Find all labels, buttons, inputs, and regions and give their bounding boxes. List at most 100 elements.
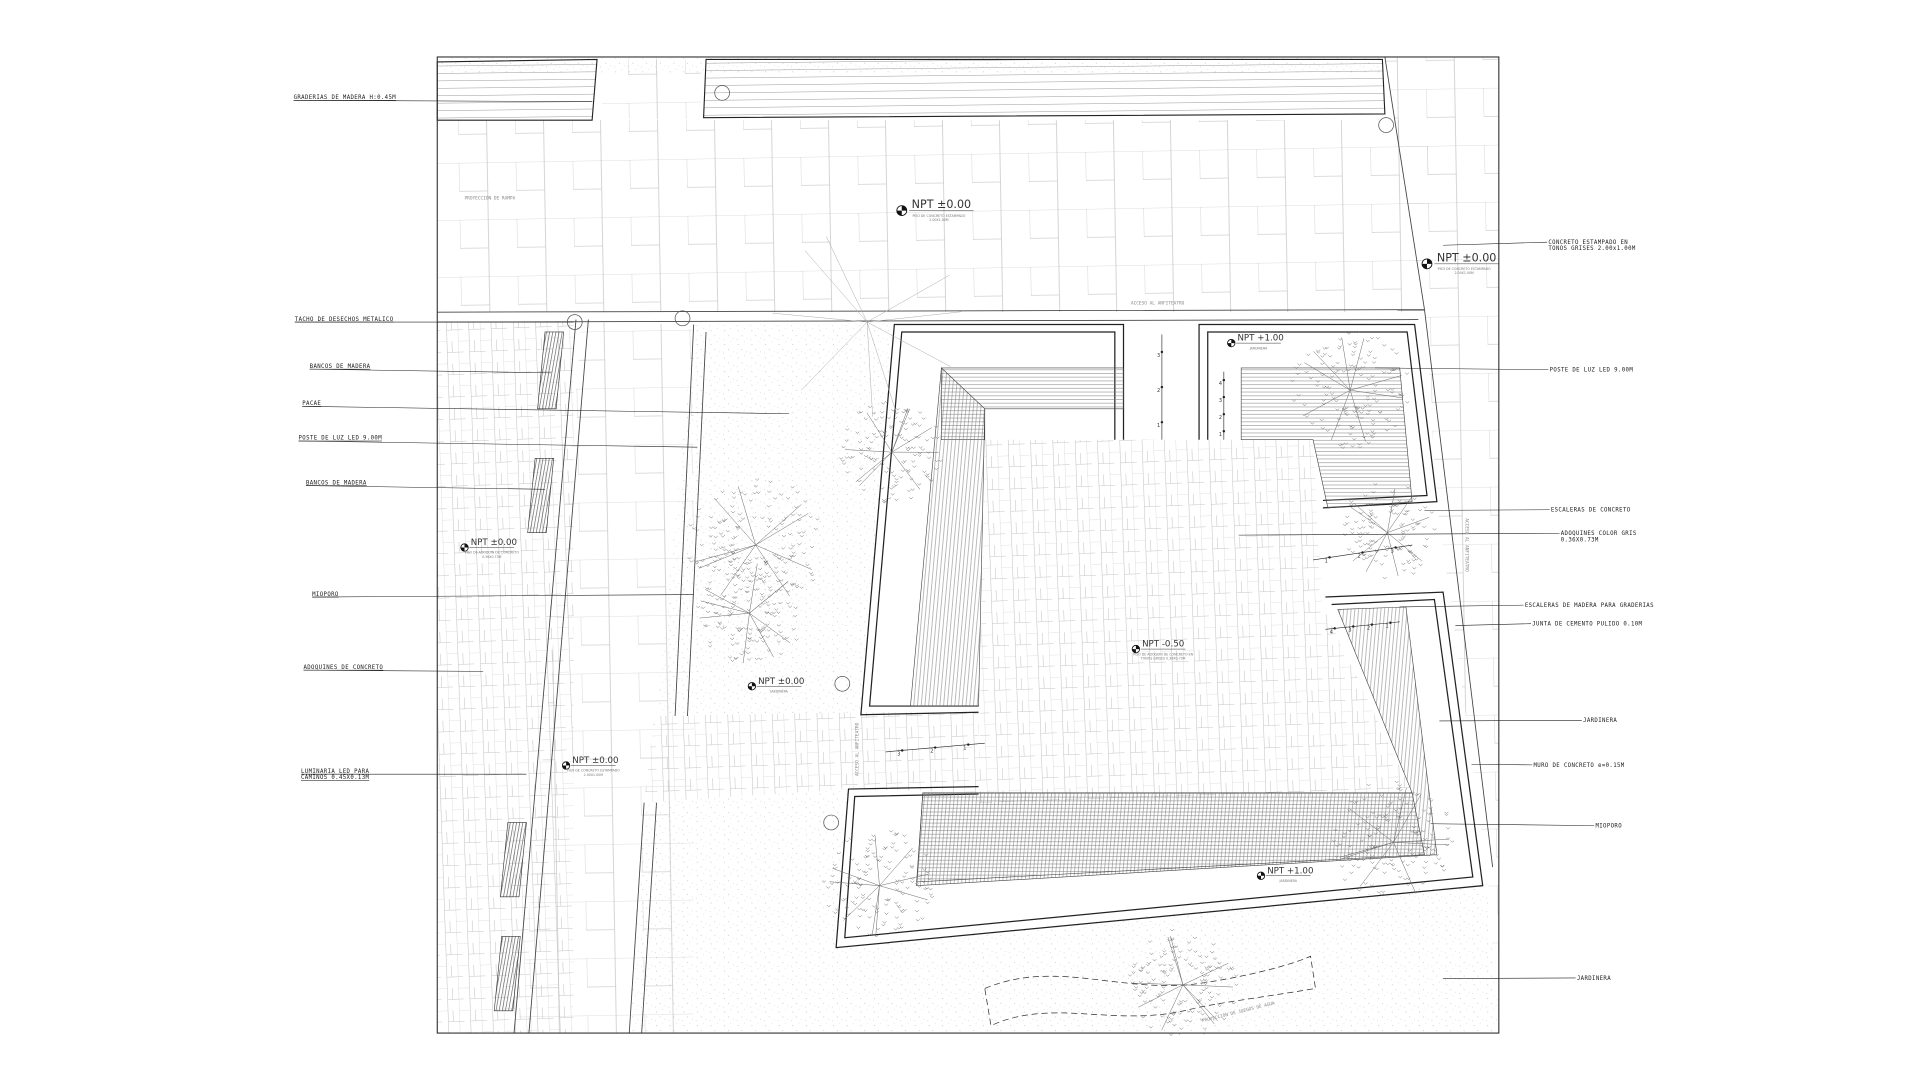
callout-left: BANCOS DE MADERA: [310, 364, 371, 370]
callout-label: GRADERIAS DE MADERA H:0.45M: [294, 95, 397, 101]
path-edges: [437, 56, 1494, 1034]
callout-left: TACHO DE DESECHOS METALICO: [295, 317, 394, 323]
callout-label: ESCALERAS DE CONCRETO: [1551, 508, 1631, 514]
callout-label: CONCRETO ESTAMPADO EN: [1548, 240, 1628, 246]
light-pole-icon: [823, 814, 839, 831]
level-symbol-icon: [896, 205, 908, 216]
level-symbol-icon: [561, 761, 571, 770]
callout-left: BANCOS DE MADERA: [306, 480, 367, 486]
leader-line: [1443, 977, 1576, 979]
callout-label: LUMINARIA LED PARA: [301, 769, 370, 775]
leader-line: [302, 406, 790, 415]
level-symbol-icon: [1131, 644, 1141, 654]
leader-line: [305, 485, 546, 490]
step-number: 3: [1157, 353, 1160, 359]
step-number: 3: [897, 751, 900, 757]
callout-right: POSTE DE LUZ LED 9.00M: [1550, 368, 1633, 374]
callout-label: ESCALERAS DE MADERA PARA GRADERIAS: [1525, 603, 1654, 609]
callout-label: PACAE: [302, 401, 321, 407]
leader-line: [293, 100, 593, 102]
level-value: NPT -0.50: [1142, 640, 1184, 650]
level-description: 0.36X0.73M: [482, 555, 502, 559]
callout-left: MIOPORO: [312, 592, 339, 598]
wooden-bench: [537, 331, 564, 410]
callout-right: MIOPORO: [1595, 823, 1621, 829]
callout-label: 0.36X0.73M: [1561, 537, 1599, 543]
level-description: PISO DE CONCRETO ESTAMPADO: [912, 214, 965, 218]
level-description: 2.00X1.00M: [1454, 271, 1474, 275]
step-number: 2: [1358, 553, 1361, 559]
callout-label: JARDINERA: [1577, 976, 1611, 982]
top-access-paving: [602, 59, 702, 119]
level-symbol-icon: [1227, 338, 1236, 348]
wooden-bench: [500, 822, 527, 898]
light-pole-icon: [1378, 117, 1394, 133]
level-description: 2.00X1.00M: [584, 773, 604, 777]
annotation-label: ACCESO AL ANFITEATRO: [1463, 518, 1469, 572]
wooden-bleachers-left: [436, 58, 598, 121]
callout-left: PACAE: [302, 401, 321, 407]
tree-icon: [696, 557, 799, 663]
tree-icon: [687, 478, 820, 612]
planter-bottom: [629, 789, 1499, 1034]
level-description: TONOS GRISES 0.36X0.73M: [1140, 656, 1186, 660]
callout-label: MIOPORO: [312, 592, 339, 598]
callout-label: BANCOS DE MADERA: [306, 480, 367, 486]
step-number: 2: [930, 749, 933, 755]
callout-right: JARDINERA: [1577, 976, 1611, 982]
leader-line: [298, 440, 698, 448]
level-description: 2.00X1.00M: [929, 218, 949, 222]
level-symbol-icon: [1421, 258, 1433, 270]
callout-right: JUNTA DE CEMENTO PULIDO 0.10M: [1532, 622, 1642, 628]
level-description: JARDINERA: [1278, 879, 1297, 883]
leader-line: [1430, 823, 1595, 826]
level-description: PISO DE ADOQUIN DE CONCRETO EN: [1133, 652, 1193, 656]
amphitheater-steps-bottom-band: [916, 792, 1425, 883]
level-description: JARDINERA: [1249, 346, 1268, 350]
stair-direction: 321: [1312, 544, 1413, 564]
leader-line: [1399, 604, 1524, 608]
leader-line: [1471, 763, 1533, 766]
step-number: 4: [1330, 629, 1333, 635]
level-value: NPT +1.00: [1267, 866, 1313, 876]
callout-label: CAMINOS 0.45X0.13M: [301, 775, 370, 781]
callout-left: POSTE DE LUZ LED 9.00M: [299, 436, 383, 442]
callout-left: ADOQUINES DE CONCRETO: [303, 665, 383, 671]
stair-direction: 3 2 1: [885, 742, 985, 757]
leader-line: [1455, 623, 1532, 626]
tree-icon: [1290, 330, 1410, 449]
callout-label: POSTE DE LUZ LED 9.00M: [299, 436, 383, 442]
level-symbol-icon: [747, 682, 757, 691]
step-number: 3: [1348, 627, 1351, 633]
callout-right: JARDINERA: [1583, 718, 1617, 724]
stair-direction: 321: [1157, 334, 1164, 440]
light-pole-icon: [834, 675, 851, 692]
step-number: 1: [963, 746, 966, 752]
wooden-bleachers-top: [702, 58, 1386, 119]
leader-line: [1424, 509, 1550, 511]
level-description: PISO DE CONCRETO ESTAMPADO: [1438, 267, 1491, 271]
callout-right: ESCALERAS DE MADERA PARA GRADERIAS: [1525, 603, 1654, 609]
level-value: NPT ±0.00: [912, 198, 971, 211]
light-pole-icon: [714, 85, 730, 101]
annotation-label: ACCESO AL ANFITEATRO: [854, 722, 860, 776]
wooden-bench: [527, 458, 555, 533]
leader-line: [309, 368, 552, 374]
tree-icon: [1128, 928, 1239, 1036]
leader-line: [1439, 720, 1582, 722]
level-value: NPT ±0.00: [572, 756, 618, 766]
step-number: 2: [1157, 388, 1160, 394]
callout-label: MURO DE CONCRETO e=0.15M: [1534, 763, 1625, 769]
annotation-label: PROYECCIÓN DE RAMPA: [465, 194, 516, 201]
step-number: 2: [1367, 626, 1370, 632]
leader-line: [1443, 241, 1548, 246]
level-description: PISO DE CONCRETO ESTAMPADO: [567, 769, 620, 773]
